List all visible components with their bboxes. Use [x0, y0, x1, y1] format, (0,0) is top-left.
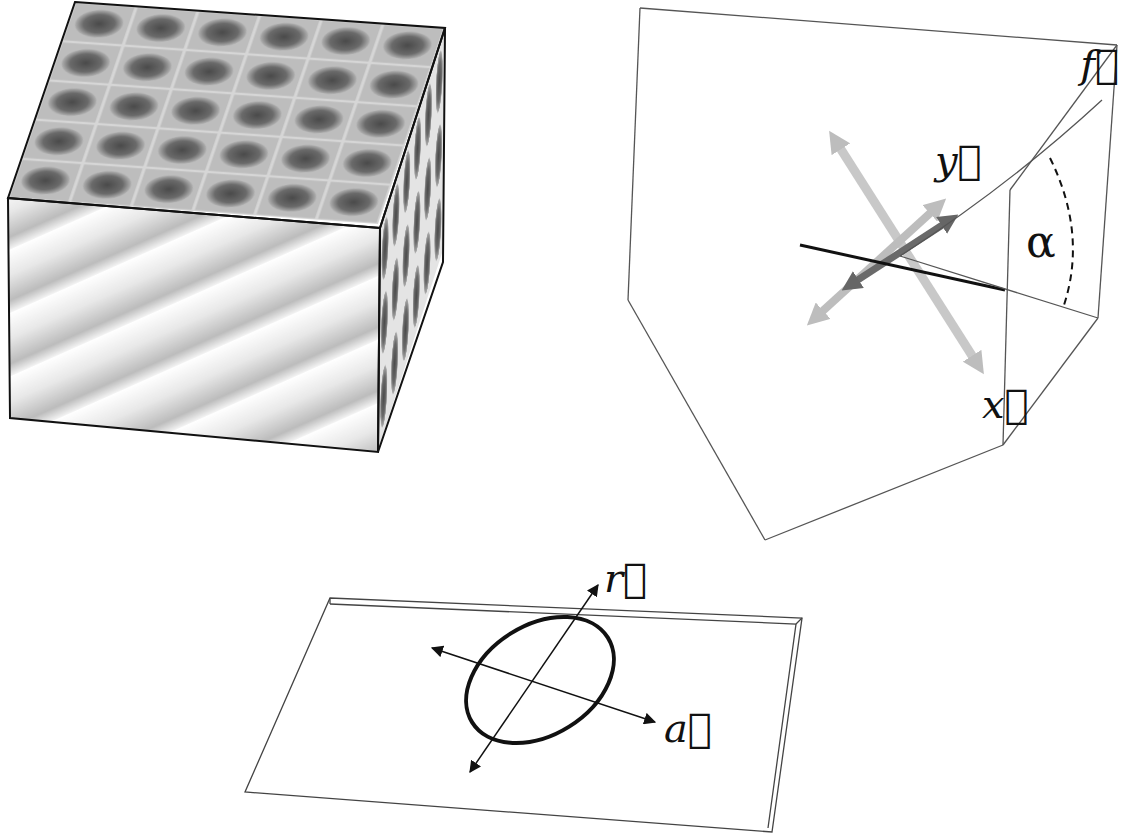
angle-label: α	[1026, 218, 1056, 266]
ellipse-and-axes	[432, 585, 655, 772]
textured-block	[0, 2, 445, 460]
vector-label: a⃗	[664, 706, 712, 750]
vector-label: f⃗	[1080, 42, 1119, 86]
wireframe-cube	[628, 8, 1117, 540]
vector-arrows	[800, 100, 1102, 365]
vector-label: r⃗	[604, 556, 647, 600]
plate	[245, 598, 802, 832]
vector-label: y⃗	[935, 138, 982, 182]
vector-label: x⃗	[982, 382, 1029, 426]
